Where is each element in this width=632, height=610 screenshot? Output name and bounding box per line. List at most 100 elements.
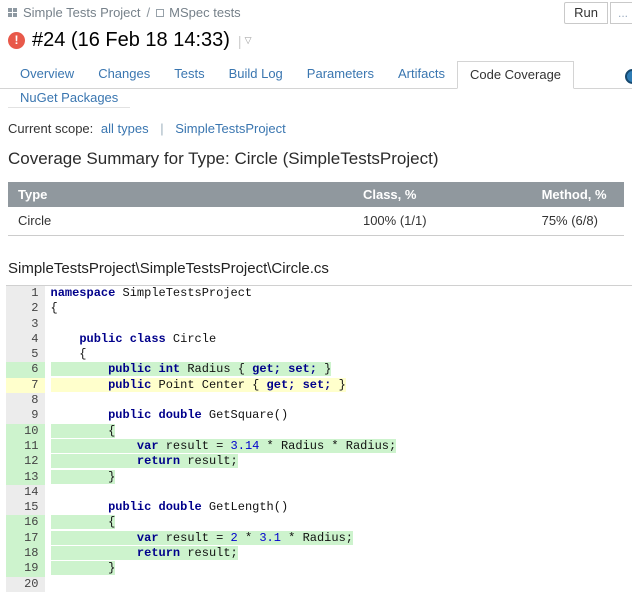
code-text: return result; — [46, 454, 632, 469]
code-text — [46, 317, 632, 332]
code-line: 4 public class Circle — [6, 331, 632, 348]
code-text: public Point Center { get; set; } — [46, 377, 632, 393]
code-line: 19 } — [6, 561, 632, 577]
code-text — [46, 577, 632, 592]
code-text: namespace SimpleTestsProject — [50, 286, 253, 300]
code-text: { — [50, 515, 116, 530]
line-number: 6 — [6, 362, 48, 378]
code-text — [46, 485, 632, 500]
code-text: return result; — [46, 546, 632, 561]
code-text: { — [50, 423, 116, 438]
line-number: 12 — [6, 454, 48, 470]
code-line: 17 var result = 2 * 3.1 * Radius; — [6, 530, 632, 547]
tab-overview[interactable]: Overview — [20, 66, 75, 81]
code-line: 20 — [6, 576, 632, 592]
build-type-icon — [156, 8, 165, 17]
code-text: public int Radius { get; set; } — [46, 362, 632, 377]
table-cell: 100% (1/1) — [352, 207, 532, 236]
line-number: 18 — [6, 546, 48, 562]
tab-nuget-packages[interactable]: NuGet Packages — [20, 90, 119, 105]
code-line: 10 { — [6, 423, 632, 439]
hidden-tabs-icon[interactable] — [625, 69, 632, 84]
code-line: 12 return result; — [6, 454, 632, 470]
build-menu-separator: | — [237, 32, 242, 49]
tab-tests[interactable]: Tests — [174, 66, 205, 81]
code-text: { — [50, 347, 87, 362]
code-line: 14 — [6, 484, 632, 501]
source-file-path-heading: SimpleTestsProject\SimpleTestsProject\Ci… — [8, 260, 329, 277]
breadcrumb-project-link[interactable]: Simple Tests Project — [23, 5, 141, 20]
breadcrumb: Simple Tests Project / MSpec tests — [8, 5, 632, 20]
scope-label: Current scope: — [8, 121, 94, 136]
code-line: 8 — [6, 393, 632, 409]
run-button[interactable]: Run — [564, 2, 608, 24]
line-number: 3 — [6, 316, 48, 332]
tab-changes[interactable]: Changes — [98, 66, 151, 81]
tab-bar-row2: NuGet Packages — [8, 89, 131, 108]
code-text: var result = 2 * 3.1 * Radius; — [46, 530, 632, 546]
tab-artifacts[interactable]: Artifacts — [398, 66, 445, 81]
scope-separator: | — [160, 121, 164, 136]
line-number: 7 — [6, 377, 48, 394]
code-line: 18 return result; — [6, 546, 632, 562]
line-number: 15 — [6, 500, 48, 516]
code-line: 7 public Point Center { get; set; } — [6, 377, 632, 394]
project-grid-icon — [8, 8, 17, 17]
code-text: } — [50, 561, 116, 576]
run-button-group: Run ... — [564, 2, 632, 24]
column-header-class: Class, % — [352, 182, 532, 207]
line-number: 4 — [6, 331, 48, 348]
line-number: 20 — [6, 576, 48, 592]
tab-build-log[interactable]: Build Log — [228, 66, 283, 81]
code-text: public double GetSquare() — [108, 408, 289, 423]
tab-code-coverage[interactable]: Code Coverage — [456, 61, 575, 89]
line-number: 10 — [6, 423, 48, 439]
column-header-type: Type — [8, 182, 353, 207]
line-number: 19 — [6, 561, 48, 577]
tab-bar: Overview Changes Tests Build Log Parameters A… — [0, 61, 632, 89]
column-header-method: Method, % — [531, 182, 624, 207]
scope-link-project[interactable]: SimpleTestsProject — [175, 121, 286, 136]
top-bar: Simple Tests Project / MSpec tests Run .… — [0, 0, 632, 24]
tab-parameters[interactable]: Parameters — [306, 66, 374, 81]
code-text: var result = 3.14 * Radius * Radius; — [46, 438, 632, 454]
coverage-summary-heading: Coverage Summary for Type: Circle (Simpl… — [8, 149, 439, 168]
breadcrumb-separator: / — [146, 5, 151, 20]
table-cell: Circle — [8, 207, 353, 236]
code-line: 11 var result = 3.14 * Radius * Radius; — [6, 438, 632, 455]
line-number: 1 — [6, 286, 48, 302]
build-failed-icon: ! — [8, 32, 25, 49]
code-text: public double GetLength() — [108, 500, 289, 515]
scope-link-all-types[interactable]: all types — [100, 121, 149, 136]
line-number: 16 — [6, 515, 48, 531]
code-line: 5 { — [6, 347, 632, 363]
code-text — [46, 393, 632, 408]
code-text: } — [50, 469, 116, 484]
build-actions-dropdown-icon[interactable]: ▽ — [244, 35, 252, 45]
current-scope-bar: Current scope: all types | SimpleTestsPr… — [8, 121, 632, 136]
build-title-row: ! #24 (16 Feb 18 14:33) | ▽ — [8, 29, 632, 52]
line-number: 13 — [6, 469, 48, 485]
line-number: 17 — [6, 530, 48, 547]
code-line: 3 — [6, 316, 632, 332]
line-number: 9 — [6, 408, 48, 424]
line-number: 11 — [6, 438, 48, 455]
line-number: 8 — [6, 393, 48, 409]
table-cell: 75% (6/8) — [531, 207, 624, 236]
code-line: 15 public double GetLength() — [6, 500, 632, 516]
breadcrumb-buildtype-link[interactable]: MSpec tests — [169, 5, 241, 20]
line-number: 14 — [6, 484, 48, 501]
line-number: 5 — [6, 347, 48, 363]
code-line: 13 } — [6, 469, 632, 485]
code-line: 16 { — [6, 515, 632, 531]
code-line: 6 public int Radius { get; set; } — [6, 362, 632, 378]
code-text: { — [50, 301, 58, 316]
code-line: 2{ — [6, 301, 632, 317]
run-more-options-button[interactable]: ... — [610, 2, 632, 24]
